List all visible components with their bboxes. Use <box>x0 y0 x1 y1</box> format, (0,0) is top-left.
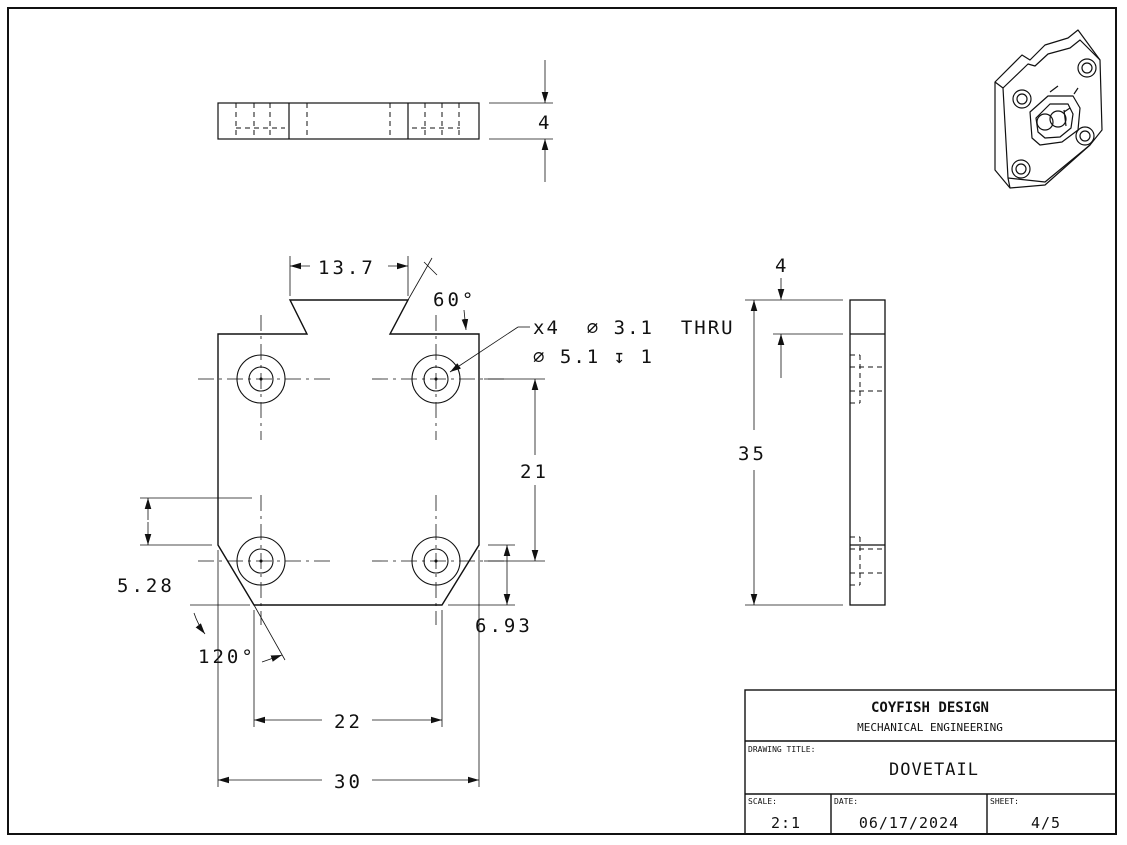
tb-scale-caption: SCALE: <box>748 797 777 806</box>
tb-department: MECHANICAL ENGINEERING <box>857 721 1003 734</box>
side-dimensions <box>745 278 843 606</box>
dim-hole-spacing-vertical: 21 <box>520 461 549 483</box>
top-view <box>217 60 553 182</box>
dim-overall-width: 30 <box>334 771 363 793</box>
hole-callout-line2: ∅ 5.1 ↧ 1 <box>533 346 654 368</box>
dim-dovetail-angle: 60° <box>433 289 476 311</box>
dim-side-overall-height: 35 <box>738 443 767 465</box>
tb-company: COYFISH DESIGN <box>871 700 989 716</box>
front-outline <box>217 299 480 606</box>
sheet-border <box>7 7 1117 835</box>
tb-sheet: 4/5 <box>1031 814 1061 832</box>
dim-chamfer-height-right: 6.93 <box>475 615 533 637</box>
side-view <box>849 299 886 606</box>
dim-dovetail-width: 13.7 <box>318 257 376 279</box>
tb-drawing-title: DOVETAIL <box>889 760 979 780</box>
tb-drawing-title-caption: DRAWING TITLE: <box>748 745 815 754</box>
dim-hole-spacing-horizontal: 22 <box>334 711 363 733</box>
title-block <box>744 689 1117 835</box>
tb-date-caption: DATE: <box>834 797 858 806</box>
isometric-view <box>994 29 1103 189</box>
tb-sheet-caption: SHEET: <box>990 797 1019 806</box>
dim-chamfer-height-left: 5.28 <box>117 575 175 597</box>
front-dimensions <box>140 256 545 787</box>
tb-scale: 2:1 <box>771 814 801 832</box>
dim-side-top-step: 4 <box>775 255 789 277</box>
front-holes <box>236 354 461 586</box>
front-view <box>217 299 480 606</box>
front-centerlines <box>198 315 505 625</box>
tb-date: 06/17/2024 <box>859 814 959 832</box>
hole-callout-line1: x4 ∅ 3.1 THRU <box>533 317 735 339</box>
top-thickness-dim: 4 <box>538 112 552 134</box>
dim-chamfer-angle: 120° <box>198 646 256 668</box>
